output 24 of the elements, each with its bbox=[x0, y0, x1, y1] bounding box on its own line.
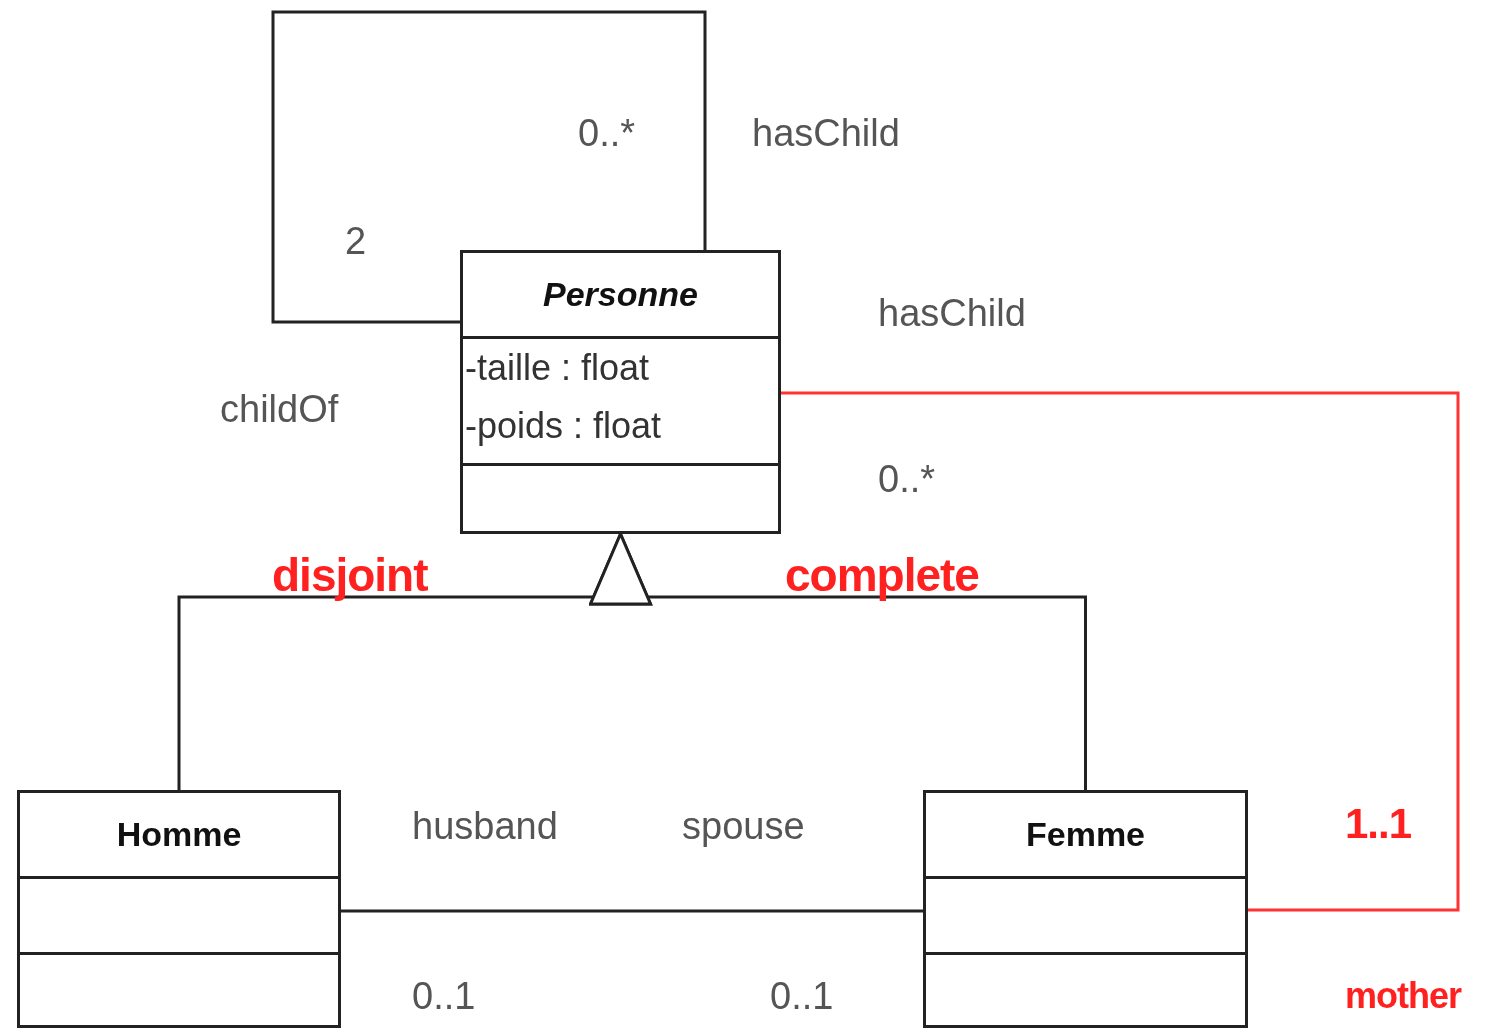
association-line bbox=[341, 909, 923, 913]
class-name: Homme bbox=[116, 815, 242, 854]
multiplicity-label: 0..1 bbox=[770, 977, 834, 1015]
attribute-text: -taille : float bbox=[464, 346, 651, 390]
class-name: Personne bbox=[543, 275, 698, 314]
attribute-text: -poids : float bbox=[464, 404, 663, 448]
class-box bbox=[460, 250, 781, 534]
multiplicity-label: 0..* bbox=[878, 460, 936, 498]
role-label: husband bbox=[412, 807, 558, 845]
role-label: hasChild bbox=[752, 114, 900, 152]
generalization-arrow bbox=[589, 532, 1087, 790]
role-label: childOf bbox=[220, 390, 339, 428]
multiplicity-label: 2 bbox=[345, 222, 367, 260]
class-name: Femme bbox=[1025, 815, 1146, 854]
class-box bbox=[923, 790, 1248, 1028]
role-label: hasChild bbox=[878, 294, 1026, 332]
multiplicity-label: 1..1 bbox=[1345, 803, 1412, 845]
association-line bbox=[271, 10, 707, 324]
association-line bbox=[781, 391, 1460, 912]
multiplicity-label: 0..1 bbox=[412, 977, 476, 1015]
class-box bbox=[17, 790, 341, 1028]
role-label: spouse bbox=[682, 807, 805, 845]
multiplicity-label: 0..* bbox=[578, 114, 636, 152]
role-label: mother bbox=[1345, 978, 1461, 1014]
